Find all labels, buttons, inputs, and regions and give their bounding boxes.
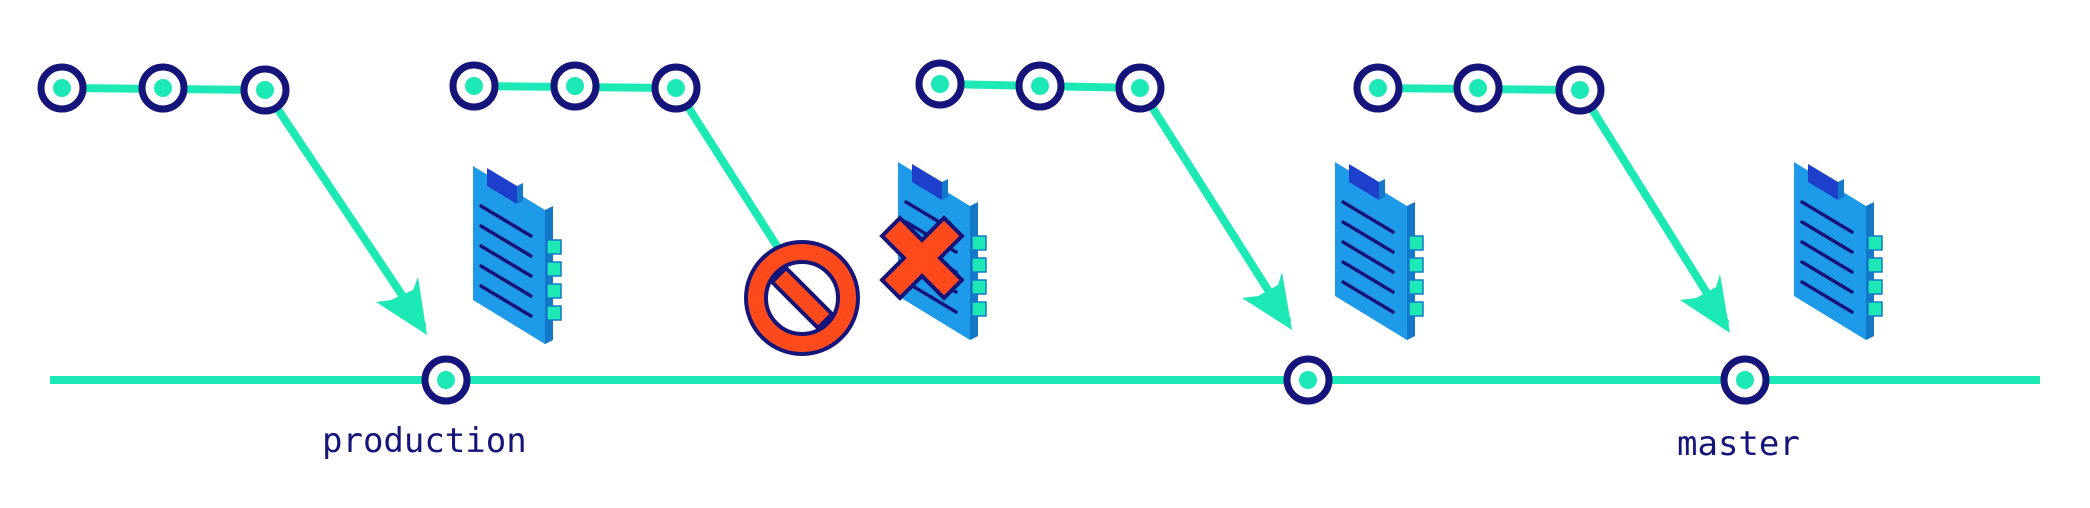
- merge-arrowhead: [1242, 272, 1292, 330]
- commit-node-icon: [421, 355, 471, 405]
- commit-node-icon: [449, 61, 499, 111]
- commit-node-icon: [1283, 355, 1333, 405]
- master-branch-label: master: [1677, 424, 1800, 464]
- commit-node-icon: [138, 63, 188, 113]
- commit-node-icon: [915, 59, 965, 109]
- clipboard-document-icon: [1333, 160, 1425, 342]
- merge-arrowhead: [376, 277, 427, 335]
- commit-node-icon: [1555, 65, 1605, 115]
- feature-branch-3: [936, 80, 1292, 330]
- merge-arrow-line: [261, 86, 426, 329]
- commit-node-icon: [651, 63, 701, 113]
- production-branch-label: production: [322, 421, 527, 461]
- commit-node-icon: [1453, 63, 1503, 113]
- clipboard-document-icon: [471, 164, 563, 346]
- merge-arrow-line: [1136, 84, 1291, 324]
- commit-node-icon: [1720, 355, 1770, 405]
- commit-node-icon: [1015, 61, 1065, 111]
- prohibited-sign-icon: [744, 240, 860, 356]
- merge-arrow-line: [1576, 86, 1729, 326]
- commit-nodes: [37, 59, 1770, 405]
- commit-node-icon: [1353, 63, 1403, 113]
- merge-arrowhead: [1680, 274, 1730, 333]
- clipboard-document-icon: [1792, 160, 1884, 342]
- feature-branch-4: [1374, 84, 1730, 333]
- red-x-icon: [879, 215, 965, 301]
- feature-branch-1: [58, 84, 427, 335]
- commit-node-icon: [550, 61, 600, 111]
- commit-node-icon: [240, 65, 290, 115]
- commit-node-icon: [37, 63, 87, 113]
- commit-node-icon: [1115, 63, 1165, 113]
